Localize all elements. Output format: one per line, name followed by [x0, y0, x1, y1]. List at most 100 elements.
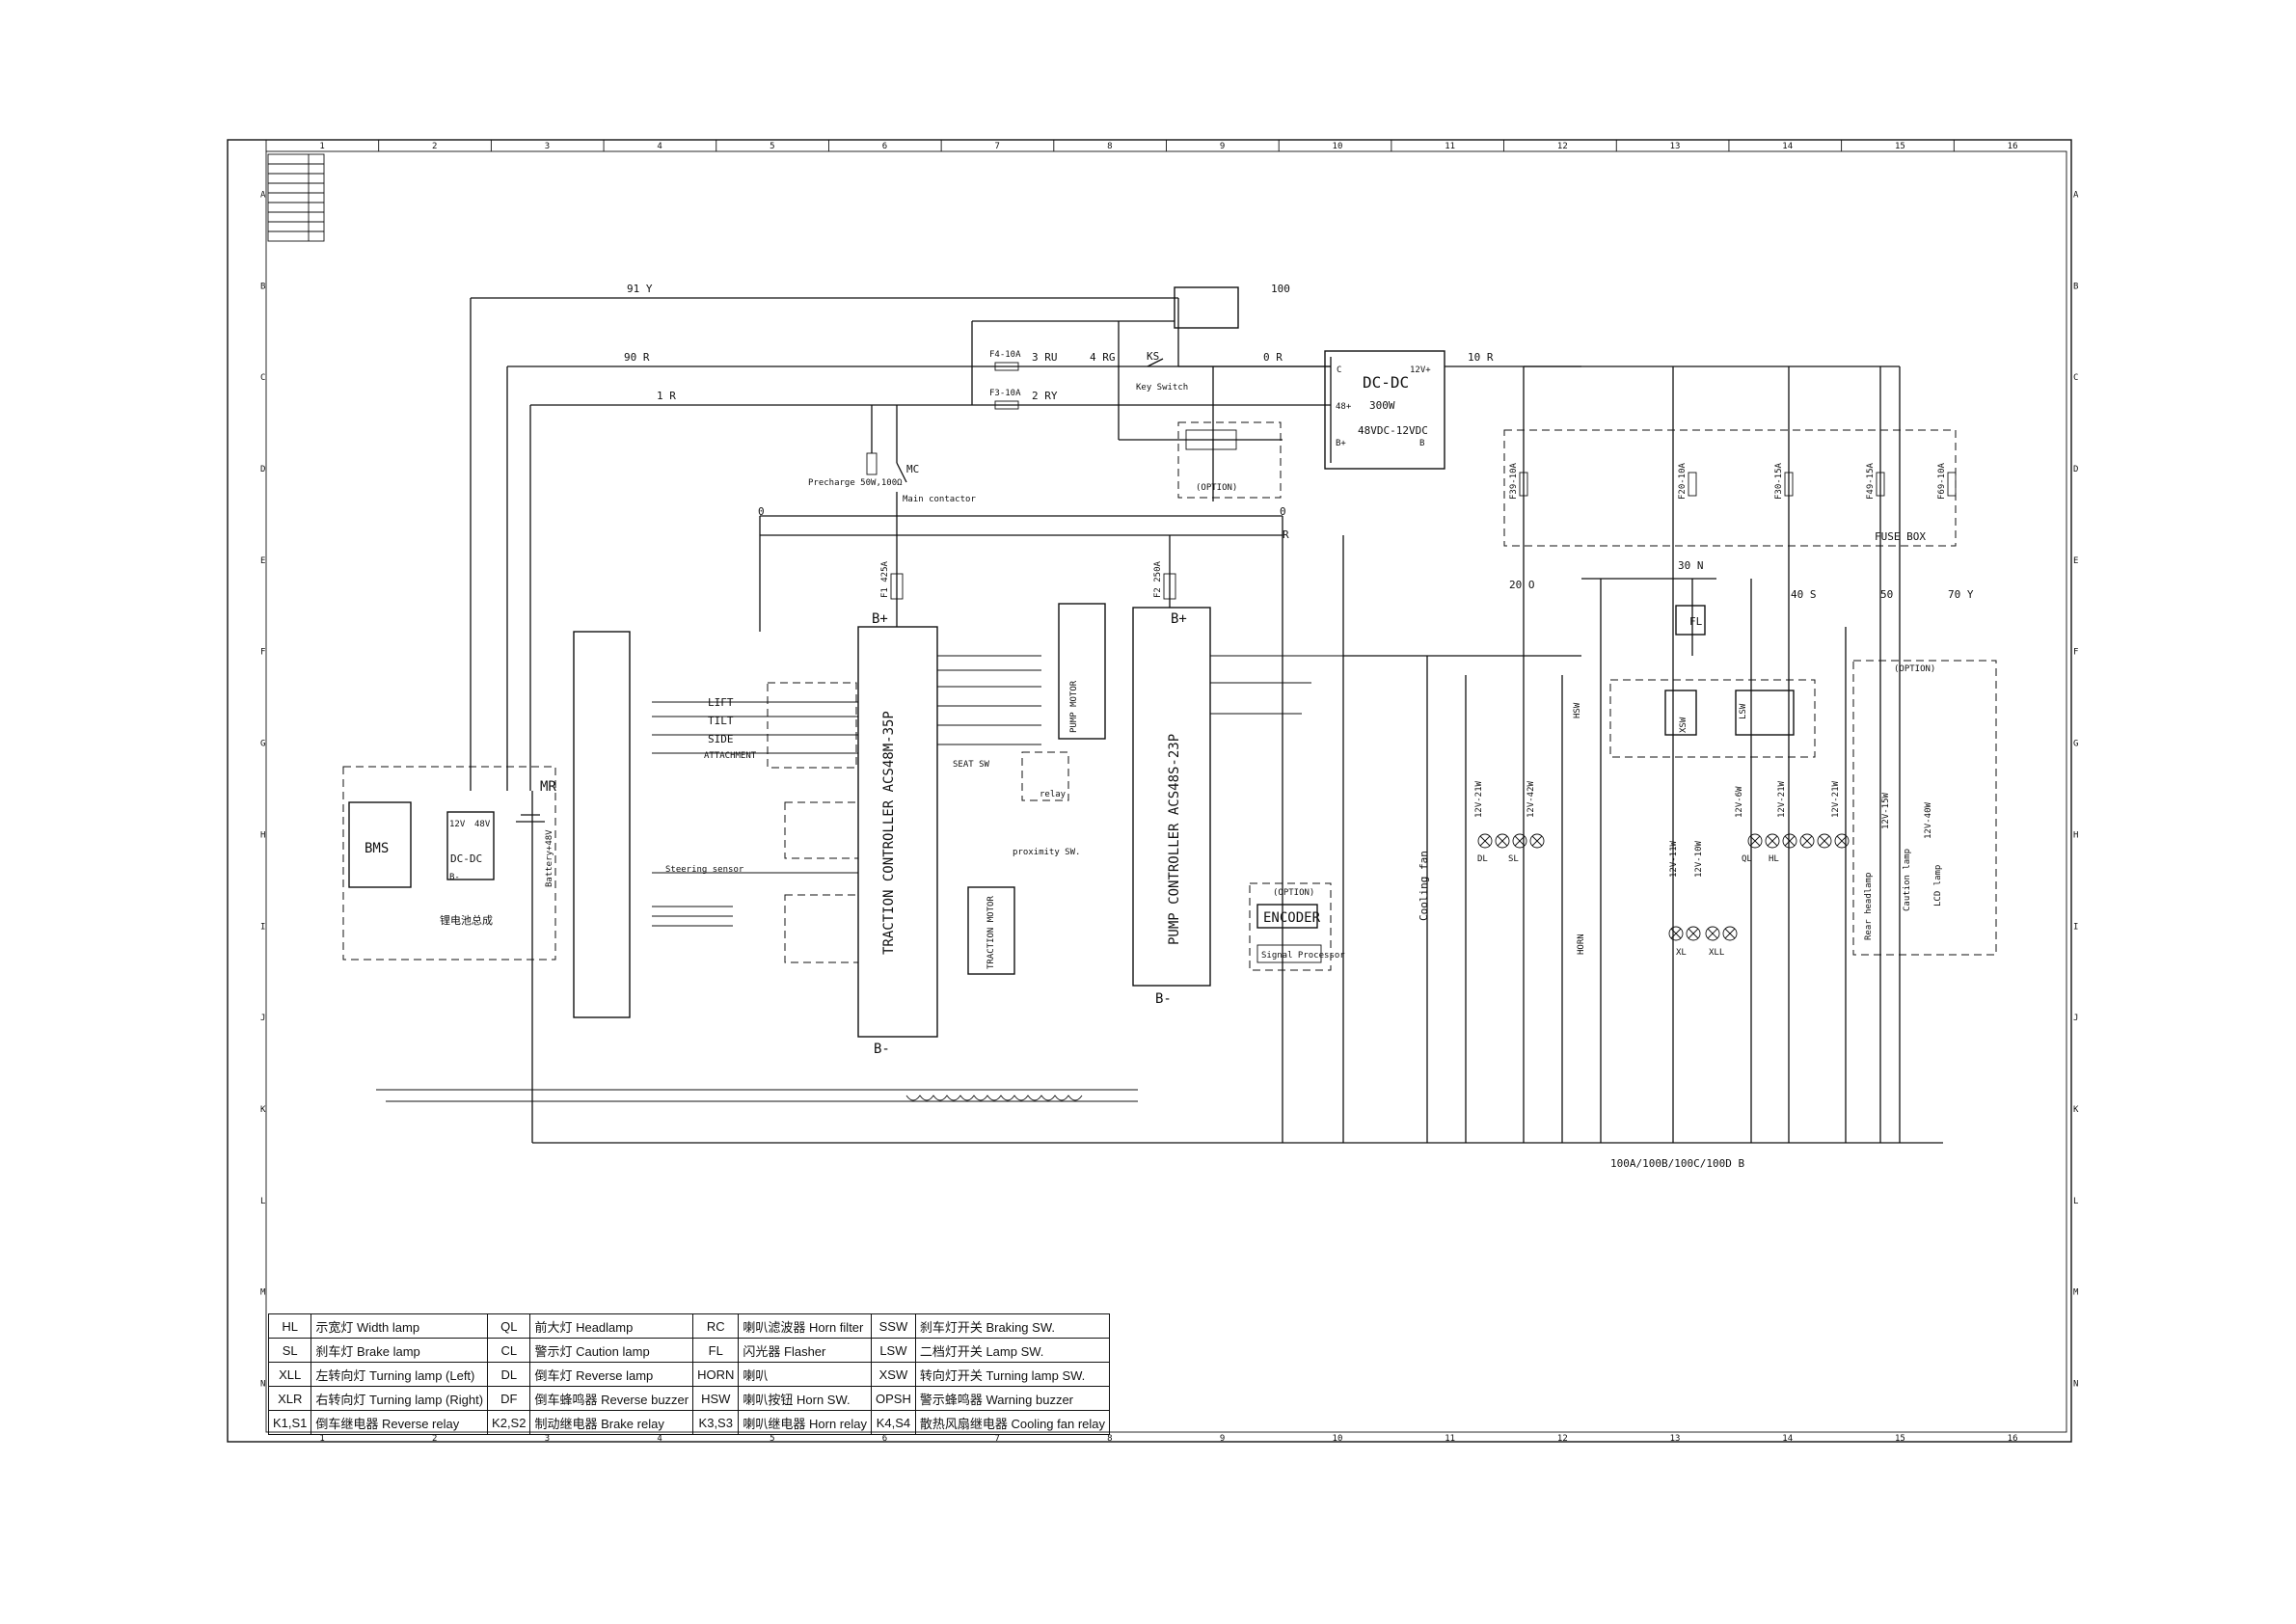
svg-text:PUMP MOTOR: PUMP MOTOR	[1069, 680, 1079, 733]
legend-code: K2,S2	[487, 1410, 531, 1435]
row-letter: H	[2073, 830, 2078, 840]
lamp-rating-7: 12V-21W	[1831, 780, 1841, 818]
svg-text:proximity SW.: proximity SW.	[1013, 848, 1080, 857]
svg-text:B-: B-	[874, 1042, 890, 1057]
column-number: 3	[545, 1434, 550, 1444]
lcd-lamp-label: LCD lamp	[1933, 865, 1943, 907]
row-letter: G	[260, 740, 265, 749]
column-number: 12	[1557, 142, 1568, 151]
legend-description: 二档灯开关 Lamp SW.	[914, 1338, 1111, 1363]
lamp-rating-9: 12V-40W	[1924, 801, 1933, 839]
svg-text:relay: relay	[1040, 790, 1067, 799]
wire-40s: 40 S	[1791, 588, 1817, 601]
turn-switch	[1664, 690, 1697, 736]
row-letter: B	[260, 282, 265, 291]
row-letter: C	[260, 373, 265, 383]
pump-motor: PUMP MOTOR	[1058, 603, 1106, 740]
svg-text:锂电池总成: 锂电池总成	[440, 913, 493, 927]
wire-90r: 90 R	[624, 351, 650, 364]
lamp-rating-8: 12V-15W	[1881, 792, 1891, 829]
legend-code: HL	[267, 1313, 312, 1339]
lamp-icon	[1477, 833, 1493, 849]
option-box-top	[1177, 421, 1282, 499]
legend-description: 前大灯 Headlamp	[529, 1313, 694, 1339]
encoder: ENCODER (OPTION) Signal Processor	[1249, 882, 1345, 971]
wire-r: R	[1283, 528, 1289, 541]
svg-text:F69-10A: F69-10A	[1937, 462, 1947, 500]
column-number: 4	[657, 1434, 662, 1444]
main-contactor: MC Main contactor	[896, 405, 976, 627]
row-letter: N	[260, 1380, 265, 1390]
legend-description: 喇叭按钮 Horn SW.	[738, 1386, 872, 1411]
legend-code: CL	[487, 1338, 531, 1363]
column-number: 5	[770, 1434, 774, 1444]
pump-outputs	[1210, 655, 1389, 715]
svg-text:Precharge 50W,100Ω: Precharge 50W,100Ω	[808, 478, 903, 488]
column-number: 10	[1333, 142, 1343, 151]
legend-description: 倒车继电器 Reverse relay	[311, 1410, 489, 1435]
wire-0r: 0 R	[1263, 351, 1283, 364]
lamp-icon	[1686, 926, 1701, 941]
legend-code: SSW	[871, 1313, 916, 1339]
svg-text:DC-DC: DC-DC	[450, 853, 482, 865]
fuse-f2: F2 250A	[1153, 535, 1176, 608]
svg-text:Key Switch: Key Switch	[1136, 383, 1188, 392]
hsw-label: HSW	[1573, 702, 1582, 718]
legend-description: 倒车灯 Reverse lamp	[529, 1362, 694, 1387]
lamp-circuits	[1343, 578, 1847, 1143]
pump-controller: PUMP CONTROLLER ACS48S-23P B+ B-	[1132, 607, 1211, 1007]
legend-description: 刹车灯 Brake lamp	[311, 1338, 489, 1363]
column-number: 6	[882, 1434, 887, 1444]
svg-text:F2 250A: F2 250A	[1153, 560, 1163, 598]
column-number: 12	[1557, 1434, 1568, 1444]
row-letter: J	[260, 1014, 265, 1023]
fuse-f39: F39-10A	[1509, 462, 1528, 500]
svg-text:ENCODER: ENCODER	[1263, 910, 1321, 926]
svg-text:PUMP CONTROLLER ACS48S-23P: PUMP CONTROLLER ACS48S-23P	[1167, 734, 1182, 945]
column-number: 7	[994, 1434, 999, 1444]
legend-description: 刹车灯开关 Braking SW.	[914, 1313, 1111, 1339]
lamp-sl: SL	[1508, 854, 1519, 864]
svg-text:TRACTION MOTOR: TRACTION MOTOR	[986, 896, 996, 969]
legend-description: 喇叭继电器 Horn relay	[738, 1410, 872, 1435]
dcdc-main: DC-DC 300W 48VDC-12VDC 12V+ 48+ B+ B C	[1324, 350, 1445, 470]
fuse-f49: F49-15A	[1866, 462, 1885, 500]
row-letter: K	[260, 1105, 266, 1115]
svg-text:48V: 48V	[474, 820, 491, 829]
legend-code: XLR	[267, 1386, 312, 1411]
legend-description: 喇叭	[738, 1362, 872, 1387]
sensor-group-a	[784, 801, 859, 859]
legend-code: OPSH	[871, 1386, 916, 1411]
column-number: 2	[432, 142, 437, 151]
traction-controller: TRACTION CONTROLLER ACS48M-35P B+ B-	[857, 611, 938, 1057]
column-number: 4	[657, 142, 662, 151]
legend-description: 制动继电器 Brake relay	[529, 1410, 694, 1435]
row-letter: I	[260, 922, 265, 932]
svg-text:LIFT: LIFT	[708, 696, 734, 709]
lamp-xl: XL	[1676, 948, 1687, 958]
lsw-label: LSW	[1739, 703, 1748, 719]
wire-30n: 30 N	[1678, 559, 1704, 572]
traction-outputs: SEAT SW relay proximity SW.	[937, 655, 1080, 857]
row-letter: F	[260, 648, 265, 658]
legend-description: 左转向灯 Turning lamp (Left)	[311, 1362, 489, 1387]
lamp-icon	[1747, 833, 1763, 849]
column-number: 9	[1220, 1434, 1225, 1444]
option-label-top: (OPTION)	[1196, 483, 1237, 493]
dcdc-small: DC-DC 12V 48V B-	[446, 811, 495, 882]
lamp-icon	[1529, 833, 1545, 849]
lamp-icon	[1722, 926, 1738, 941]
fuse-f1: F1 425A	[880, 560, 904, 600]
svg-text:300W: 300W	[1369, 399, 1395, 412]
svg-text:B+: B+	[872, 611, 888, 627]
lamp-icon	[1834, 833, 1850, 849]
column-number: 8	[1107, 142, 1112, 151]
drawing-frame	[227, 139, 2072, 1443]
row-letter: D	[2073, 465, 2078, 474]
svg-text:MC: MC	[906, 463, 919, 475]
option-label-right: (OPTION)	[1894, 664, 1935, 674]
